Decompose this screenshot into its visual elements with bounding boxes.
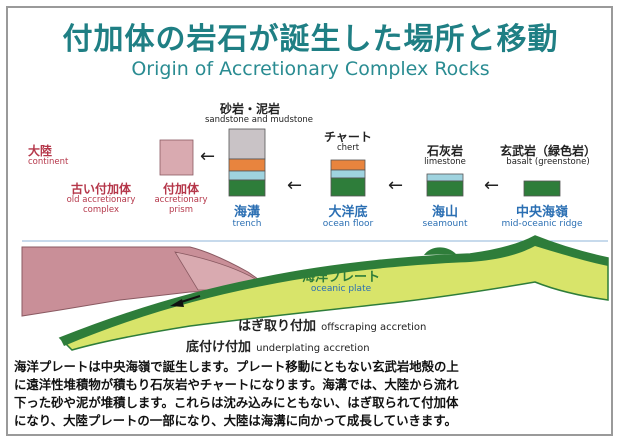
label-sandstone-en: sandstone and mudstone [205,115,314,126]
label-limestone: 石灰岩 limestone [415,144,475,168]
label-offscraping-en: offscraping accretion [321,322,427,333]
label-offscraping-jp: はぎ取り付加 [238,319,317,334]
label-basalt: 玄武岩（緑色岩） basalt (greenstone) [492,144,604,168]
label-old-complex: 古い付加体 old accretionary complex [58,182,144,215]
label-old-complex-jp: 古い付加体 [70,182,131,196]
label-limestone-en: limestone [424,157,466,168]
label-prism-jp: 付加体 [162,182,199,196]
label-plate: 海洋プレート oceanic plate [286,270,396,295]
label-basalt-en: basalt (greenstone) [506,157,590,168]
basalt-block [523,180,561,197]
label-basalt-jp: 玄武岩（緑色岩） [499,144,596,158]
label-ocean-floor-en: ocean floor [322,219,374,230]
title-english: Origin of Accretionary Complex Rocks [131,58,490,80]
label-underplating: 底付け付加 underplating accretion [186,337,370,355]
label-sandstone-jp: 砂岩・泥岩 [219,102,280,116]
column-seamount [426,173,464,197]
label-prism-en: accretionary prism [154,195,208,215]
label-old-complex-en: old accretionary complex [66,195,136,215]
label-chert-jp: チャート [324,130,372,144]
description-text: 海洋プレートは中央海嶺で誕生します。プレート移動にともない玄武岩地殻の上 に遠洋… [14,358,610,430]
seamount-shape [424,247,456,255]
left-arrow-icon: ← [287,175,303,196]
basalt-layer [426,180,464,197]
label-underplating-en: underplating accretion [256,343,370,354]
title-japanese: 付加体の岩石が誕生した場所と移動 [62,22,559,57]
left-arrow-icon: ← [200,146,216,167]
description-line: になり、大陸プレートの一部になり、大陸は海溝に向かって成長していきます。 [14,413,457,428]
chert-layer [330,159,366,171]
label-ocean-floor-jp: 大洋底 [328,205,368,220]
accretion-block [159,139,194,176]
label-seamount: 海山 seamount [415,205,475,230]
label-trench-jp: 海溝 [233,205,260,220]
label-continent-en: continent [28,157,69,168]
label-plate-en: oceanic plate [310,284,372,295]
basalt-layer [330,177,366,197]
limestone-layer [330,169,366,179]
label-chert-en: chert [336,143,360,154]
label-continent: 大陸 continent [28,144,69,168]
label-ridge-jp: 中央海嶺 [515,205,568,220]
description-line: に遠洋性堆積物が積もり石灰岩やチャートになります。海溝では、大陸から流れ [14,377,459,392]
sandstone-layer [228,128,266,160]
description-line: 海洋プレートは中央海嶺で誕生します。プレート移動にともない玄武岩地殻の上 [14,359,459,374]
label-ridge: 中央海嶺 mid-oceanic ridge [490,205,594,230]
label-seamount-jp: 海山 [431,205,458,220]
label-underplating-jp: 底付け付加 [186,340,252,355]
label-ocean-floor: 大洋底 ocean floor [313,205,383,230]
label-seamount-en: seamount [422,219,468,230]
column-ocean-floor [330,159,366,197]
limestone-layer [228,170,266,181]
label-offscraping: はぎ取り付加 offscraping accretion [238,316,426,334]
chert-layer [228,158,266,172]
label-sandstone: 砂岩・泥岩 sandstone and mudstone [205,102,314,126]
label-prism: 付加体 accretionary prism [146,182,216,215]
oceanic-crust [60,236,608,346]
limestone-layer [426,173,464,182]
label-trench-en: trench [232,219,262,230]
slab-arrow-head [170,299,184,307]
label-plate-jp: 海洋プレート [301,270,380,285]
label-chert: チャート chert [318,130,378,154]
column-trench [228,128,266,197]
left-arrow-icon: ← [484,175,500,196]
figure-frame [6,6,613,436]
label-ridge-en: mid-oceanic ridge [501,219,583,230]
left-arrow-icon: ← [388,175,404,196]
label-limestone-jp: 石灰岩 [426,144,463,158]
basalt-layer [228,179,266,197]
label-continent-jp: 大陸 [28,144,53,158]
description-line: 下った砂や泥が堆積します。これらは沈み込みにともない、はぎ取られて付加体 [14,395,459,410]
label-trench: 海溝 trench [217,205,277,230]
